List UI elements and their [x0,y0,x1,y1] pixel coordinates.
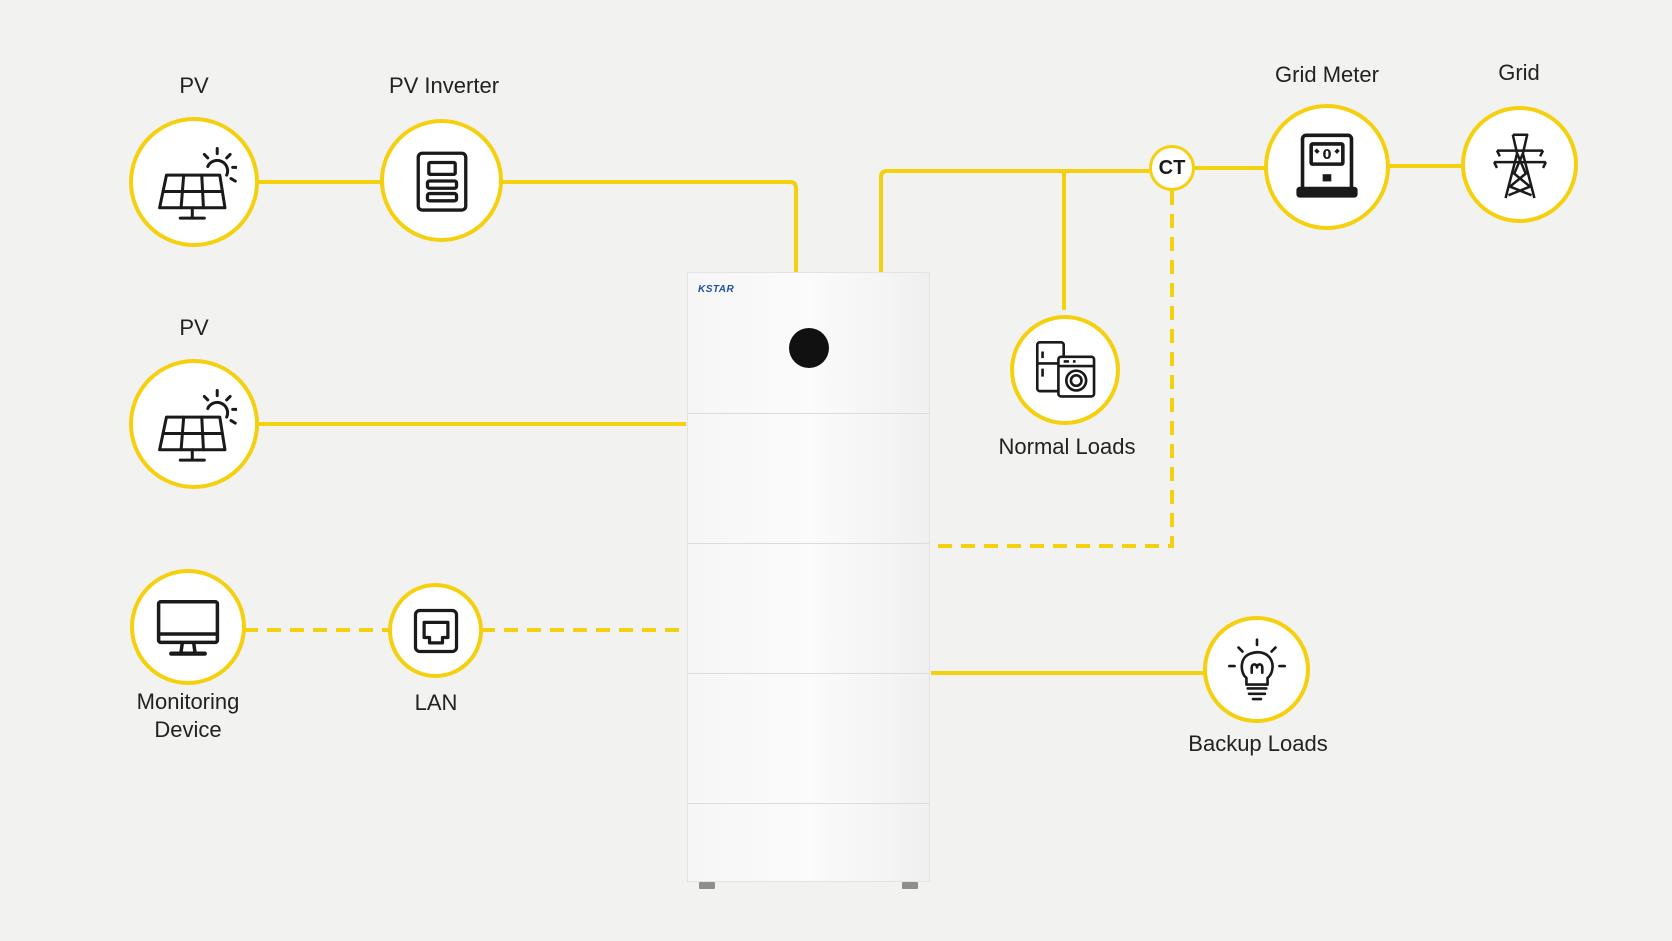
grid-meter-label: Grid Meter [1275,62,1379,87]
electric-meter-icon: 0 [1291,131,1363,203]
battery-module-divider [688,413,929,414]
light-bulb-icon [1224,637,1290,703]
grid-label: Grid [1498,60,1540,85]
pv-top-label: PV [179,73,209,98]
wire-inverter-to-unit [501,180,798,272]
lan-label: LAN [414,690,458,715]
backup-loads-label: Backup Loads [1188,731,1328,756]
wire-unit-to-grid-bus [879,169,1149,272]
pv-inverter-node [380,119,503,242]
normal-loads-node [1010,315,1120,425]
monitoring-label: Monitoring Device [137,688,240,744]
monitoring-label-line1: Monitoring [136,689,240,714]
monitoring-node [130,569,246,685]
inverter-icon [409,148,475,214]
backup-loads-node [1203,616,1310,723]
fridge-washer-icon [1032,337,1098,403]
ethernet-port-icon [409,604,463,658]
battery-module-divider [688,673,929,674]
monitor-icon [153,592,223,662]
normal-loads-label: Normal Loads [998,434,1136,459]
grid-meter-node: 0 [1264,104,1390,230]
dashed-wire-ct-to-unit [932,191,1174,548]
monitoring-label-line2: Device [154,717,222,742]
ct-sensor: CT [1149,145,1195,191]
pv-inverter-label: PV Inverter [388,73,500,98]
storage-inverter-unit: KSTAR [687,272,930,889]
unit-foot [902,882,918,889]
svg-text:0: 0 [1322,148,1331,163]
battery-module-divider [688,543,929,544]
pv-middle-label: PV [179,315,209,340]
unit-foot [699,882,715,889]
status-display [789,328,829,368]
solar-panel-sun-icon [151,139,237,225]
pv-middle-node [129,359,259,489]
solar-panel-sun-icon [151,381,237,467]
transmission-tower-icon [1484,129,1556,201]
grid-node [1461,106,1578,223]
lan-node [388,583,483,678]
brand-logo: KSTAR [698,284,735,295]
pv-top-node [129,117,259,247]
battery-module-divider [688,803,929,804]
